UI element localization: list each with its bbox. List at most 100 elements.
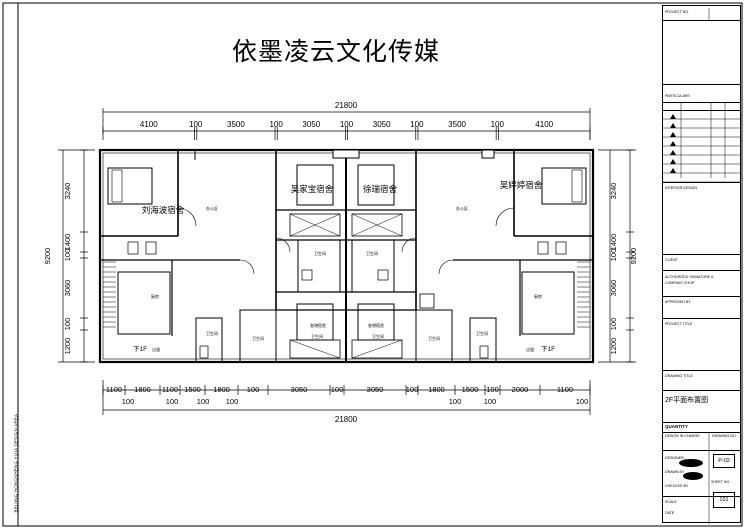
room-bath-2: 卫生间 [366,250,378,256]
dim-bottom2-5: 100 [484,397,497,406]
room-bath-8: 卫生间 [476,330,488,336]
room-corridor-right: 过道 [526,346,534,352]
tb-approved-by: APPROVED BY [665,300,691,304]
floor-plan: 21800 4100 100 3500 100 3050 100 3050 100 3500 10… [43,101,638,424]
dim-bottom-6: 3050 [291,385,308,394]
tb-particulars: PARTICULARS [665,94,690,98]
room-wu-jiabao: 吴家宝宿舍 [291,184,334,194]
dim-top-0: 4100 [140,120,158,129]
room-bath-6: 卫生间 [428,335,440,341]
dim-bottom2-2: 100 [197,397,210,406]
revision-triangle-icon [670,168,676,173]
dim-left-1: 1400 [63,234,72,251]
dim-overall-top: 21800 [335,101,358,110]
dim-top-1: 100 [189,120,203,129]
tb-project-title: PROJECT TITLE [665,322,693,326]
tb-sheet-no: SHEET NO. [711,480,731,484]
drawing-title: 依墨凌云文化传媒 [232,37,441,66]
room-bath-7: 卫生间 [206,330,218,336]
dim-bottom-7: 100 [331,385,344,394]
room-office-right: 办公区 [456,205,468,211]
room-liu: 刘海波宿舍 [142,205,185,215]
dim-right-4: 100 [609,318,618,331]
revision-triangle-icon [670,132,676,137]
tb-project-no: PROJECT NO. [665,10,690,14]
tb-drawing-no-value: P-02 [713,454,735,468]
dim-bottom2-1: 100 [166,397,179,406]
tb-date: DATE [665,511,675,515]
dim-left-total: 9200 [43,248,52,265]
room-office-left: 办公区 [206,205,218,211]
tb-client: CLIENT [665,258,678,262]
dim-top-2: 3500 [227,120,245,129]
dim-top-3: 100 [269,120,283,129]
tb-design-in-charge: DESIGN IN CHARGE [665,434,700,438]
revision-triangle-icon [670,159,676,164]
dim-top-5: 100 [340,120,354,129]
room-kitchen-left: 厨房 [151,293,159,299]
room-dorm-a: 各增宿舍 [310,322,326,328]
tb-sheet-no-value: 101 [713,492,735,508]
tb-drawing-no: DRAWING NO. [712,434,737,438]
dim-bottom-13: 2000 [512,385,529,394]
dim-top-6: 3050 [373,120,391,129]
room-dorm-b: 各增宿舍 [368,322,384,328]
tb-company-chop: COMPANY CHOP [665,281,695,285]
stair-down-left: 下1F [133,345,147,353]
dim-right-3: 3060 [609,280,618,297]
dim-bottom2-3: 100 [226,397,239,406]
dim-bottom-8: 3050 [367,385,384,394]
revision-triangle-icon [670,141,676,146]
tb-grid [663,8,740,524]
room-corridor-left: 过道 [152,346,160,352]
dim-top-10: 4100 [535,120,553,129]
dim-left-0: 3240 [63,183,72,200]
title-block: PROJECT NO. PARTICULARS INTERIOR DESIGN … [662,5,741,524]
dim-right-0: 3240 [609,183,618,200]
tb-drawing-name: 2F平面布置图 [665,397,709,404]
dim-bottom2-6: 100 [576,397,589,406]
dim-top-7: 100 [410,120,424,129]
dim-bottom2-4: 100 [449,397,462,406]
top-dim-ticks [102,127,591,140]
dim-left-3: 3060 [63,280,72,297]
dim-overall-bottom: 21800 [335,415,358,424]
stair-down-right: 下1F [541,345,555,353]
room-xu-rui: 徐瑞宿舍 [363,184,398,194]
revision-triangle-icon [670,123,676,128]
revision-triangle-icon [670,150,676,155]
dim-bottom-5: 100 [247,385,260,394]
dim-left-5: 1200 [63,338,72,355]
tb-designer: DESIGNER [665,456,684,460]
room-wu-ting: 吴婷婷宿舍 [500,180,543,190]
dim-top-4: 3050 [302,120,320,129]
room-kitchen-right: 厨房 [534,293,542,299]
dim-right-1: 1400 [609,234,618,251]
dim-bottom-9: 100 [406,385,419,394]
room-bath-5: 卫生间 [252,335,264,341]
dim-bottom-12: 100 [486,385,499,394]
tb-interior-design: INTERIOR DESIGN [665,186,697,190]
dim-bottom-3: 1500 [184,385,201,394]
dim-bottom-4: 1800 [213,385,230,394]
dim-bottom-14: 1100 [557,385,573,394]
dim-right-total: 9200 [629,248,638,265]
tb-drawn-by: DRAWN BY [665,470,685,474]
dim-left-2: 100 [63,249,72,262]
dim-bottom2-0: 100 [122,397,135,406]
tb-checked-by: CHECKED BY [665,484,689,488]
dim-bottom-11: 1500 [462,385,479,394]
dim-top-9: 100 [491,120,505,129]
revision-triangle-icon [670,114,676,119]
dim-right-5: 1200 [609,338,618,355]
tb-quantity: QUANTITY [665,424,688,429]
dim-bottom-10: 1800 [428,385,445,394]
tb-drawing-title: DRAWING TITLE [665,374,693,378]
dim-bottom-0: 1100 [106,385,122,394]
dim-bottom-1: 1800 [134,385,151,394]
tb-scale: SCALE [665,500,677,504]
dim-top-8: 3500 [448,120,466,129]
dim-right-2: 100 [609,249,618,262]
